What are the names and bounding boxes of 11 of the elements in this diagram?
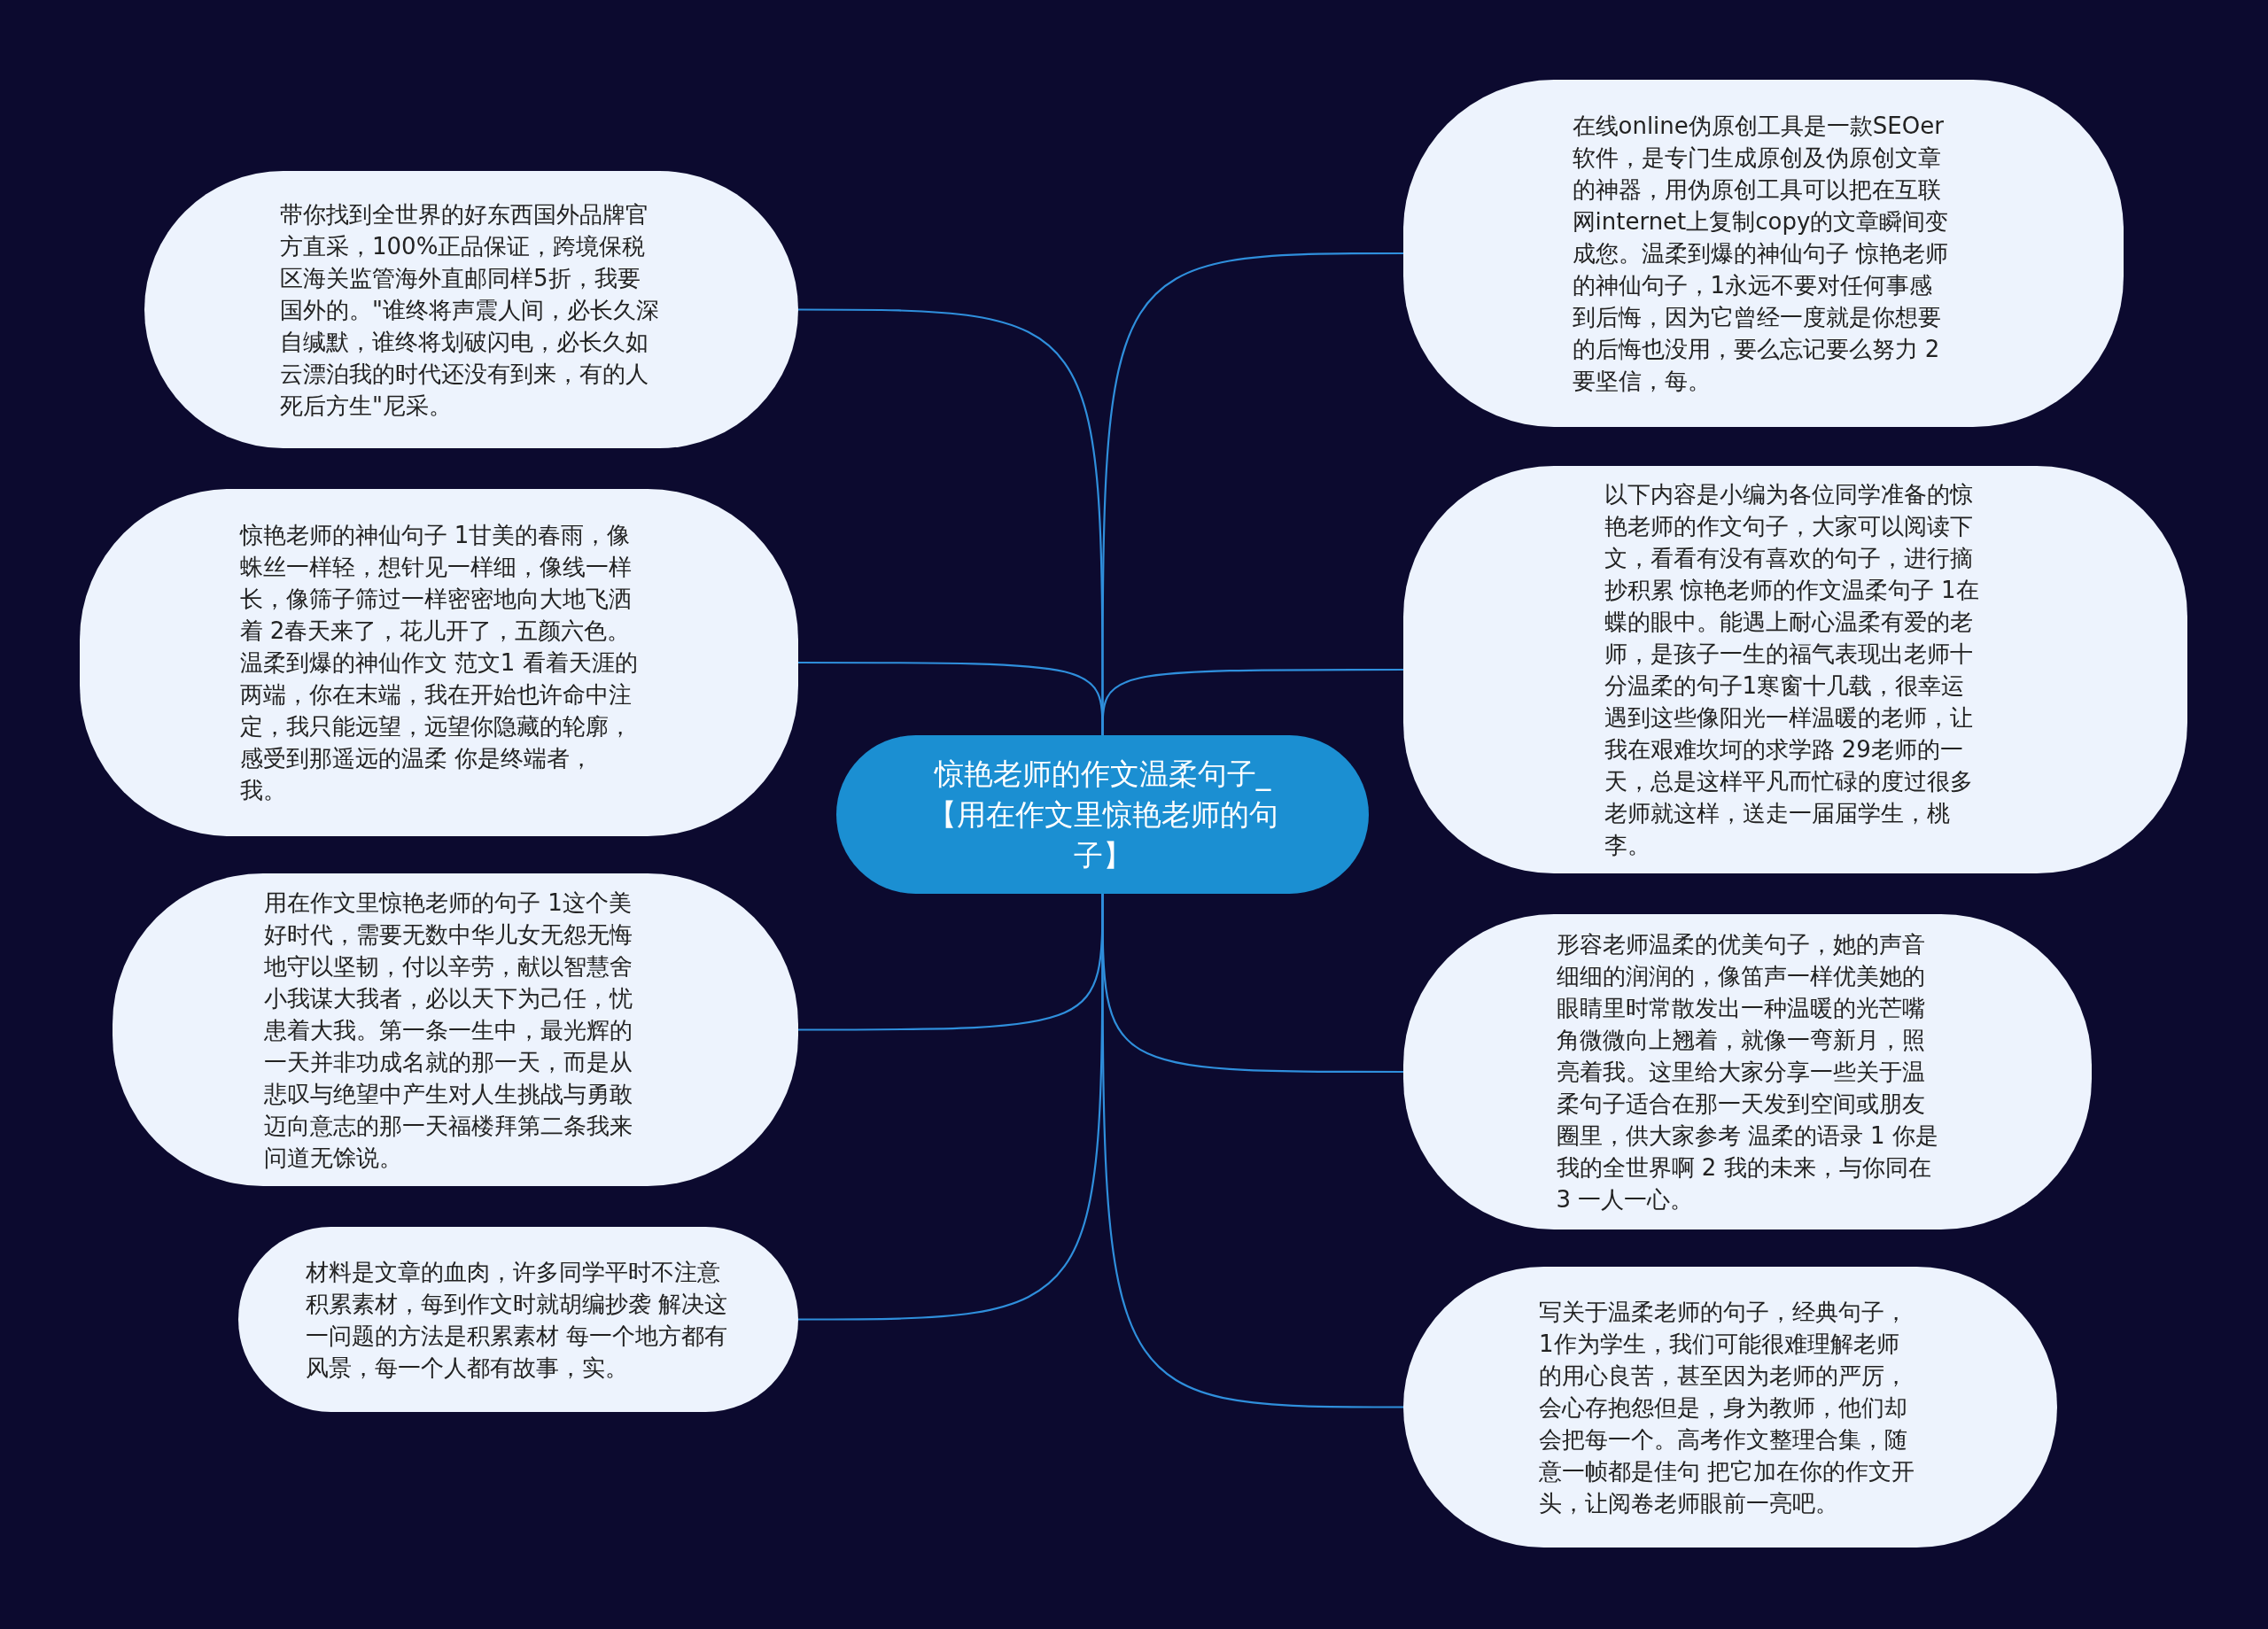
- paragraph-text: 惊艳老师的神仙句子 1甘美的春雨，像蛛丝一样轻，想针见一样细，像线一样长，像筛子筛过一样密密地向大地飞洒着 2春天来了，花儿开了，五颜六色。温柔到爆的神仙作文 范文1 看着天涯的两端，你在末端，我在开始也许命中注定，我只能远望，远望你隐藏的轮廓，感受到那遥远的温柔 你是终端者，我。: [239, 521, 639, 805]
- connector-line: [1101, 668, 1403, 735]
- topic-text: 惊艳老师的作文温柔句子_【用在作文里惊艳老师的句子】: [926, 755, 1279, 874]
- paragraph-text: 写关于温柔老师的句子，经典句子，1作为学生，我们可能很难理解老师的用心良苦，甚至因为老师的严厉，会心存抱怨但是，身为教师，他们却会把每一个。高考作文整理合集，随意一帧都是佳句 把它加在你的作文开头，让阅卷老师眼前一亮吧。: [1539, 1297, 1916, 1518]
- paragraph-text: 带你找到全世界的好东西国外品牌官方直采，100%正品保证，跨境保税区海关监管海外直邮同样5折，我要国外的。"谁终将声震人间，必长久深自缄默，谁终将划破闪电，必长久如云漂泊我的时代还没有到来，有的人死后方生"尼采。: [280, 199, 660, 421]
- paragraph-text: 在线online伪原创工具是一款SEOer软件，是专门生成原创及伪原创文章的神器，用伪原创工具可以把在互联网internet上复制copy的文章瞬间变成您。温柔到爆的神仙句子 惊艳老师的神仙句子，1永远不要对任何事感到后悔，因为它曾经一度就是你想要的后悔也没用，要么忘记要么努力 2要坚信，每。: [1572, 112, 1950, 396]
- paragraph-text: 材料是文章的血肉，许多同学平时不注意积累素材，每到作文时就胡编抄袭 解决这一问题的方法是积累素材 每一个地方都有风景，每一个人都有故事，实。: [306, 1257, 729, 1383]
- connector-line: [1101, 894, 1403, 1408]
- paragraph-text: 用在作文里惊艳老师的句子 1这个美好时代，需要无数中华儿女无怨无悔地守以坚韧，付以辛劳，献以智慧舍小我谋大我者，必以天下为己任，忧患着大我。第一条一生中，最光辉的一天并非功成名就的那一天，而是从悲叹与绝望中产生对人生挑战与勇敢迈向意志的那一天福楼拜第二条我来问道无馀说。: [264, 888, 633, 1173]
- paragraph-text: 以下内容是小编为各位同学准备的惊艳老师的作文句子，大家可以阅读下文，看看有没有喜欢的句子，进行摘抄积累 惊艳老师的作文温柔句子 1在蝶的眼中。能遇上耐心温柔有爱的老师，是孩子一生的福气表现出老师十分温柔的句子1寒窗十几载，很幸运遇到这些像阳光一样温暖的老师，让我在艰难坎坷的求学路 29老师的一天，总是这样平凡而忙碌的度过很多老师就这样，送走一届届学生，桃李。: [1604, 480, 1980, 860]
- paragraph-text: 形容老师温柔的优美句子，她的声音细细的润润的，像笛声一样优美她的眼睛里时常散发出一种温暖的光芒嘴角微微向上翘着，就像一弯新月，照亮着我。这里给大家分享一些关于温柔句子适合在那一天发到空间或朋友圈里，供大家参考 温柔的语录 1 你是我的全世界啊 2 我的未来，与你同在 3 一人一心。: [1556, 930, 1939, 1214]
